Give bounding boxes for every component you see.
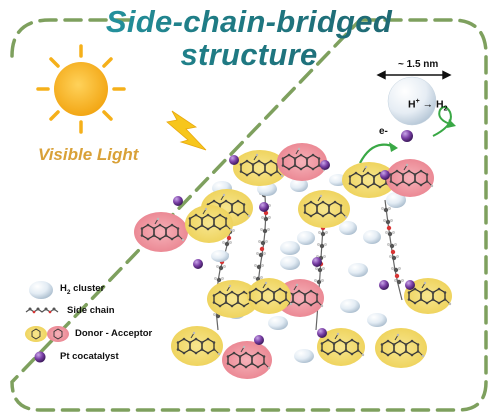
legend [25, 281, 69, 363]
legend-h2-sub: 2 [66, 288, 71, 296]
lightning-bolt-icon [166, 110, 207, 151]
donor-acceptor-units [134, 143, 452, 379]
sun-icon [36, 44, 126, 134]
legend-h2-cluster-icon [29, 281, 53, 299]
legend-pt-icon [34, 351, 46, 363]
legend-label-h2-cluster: H2 cluster [60, 283, 104, 296]
electron-label: e- [379, 126, 388, 137]
dashed-frame [10, 18, 488, 412]
curved-arrow-icon [359, 143, 396, 164]
h2-cluster-large [387, 76, 437, 126]
title-line-1: Side-chain-bridged [0, 5, 498, 39]
pt-particles [173, 155, 415, 345]
side-chain-4 [381, 199, 404, 301]
size-label: ~ 1.5 nm [398, 59, 439, 70]
legend-h2-text: H [60, 283, 67, 294]
legend-label-donor-acceptor: Donor - Acceptor [75, 328, 153, 339]
visible-light-label: Visible Light [38, 145, 139, 164]
legend-h2-rest: cluster [70, 283, 105, 294]
molecular-framework [134, 143, 452, 379]
reaction-equation: H+ → H2 [408, 98, 448, 113]
reaction-product: H [436, 98, 444, 111]
double-arrow-icon [376, 70, 452, 80]
title-line-2: structure [0, 38, 498, 72]
reaction-product-subscript: 2 [443, 105, 448, 113]
legend-donor-acceptor-icon [25, 326, 69, 342]
legend-label-side-chain: Side chain [67, 305, 115, 316]
reaction-arrow: → [422, 98, 434, 111]
reaction-reactant: H [408, 98, 416, 111]
reaction-reactant-charge: + [415, 98, 420, 105]
legend-label-pt-cocatalyst: Pt cocatalyst [60, 351, 119, 362]
legend-side-chain-icon [25, 307, 59, 314]
